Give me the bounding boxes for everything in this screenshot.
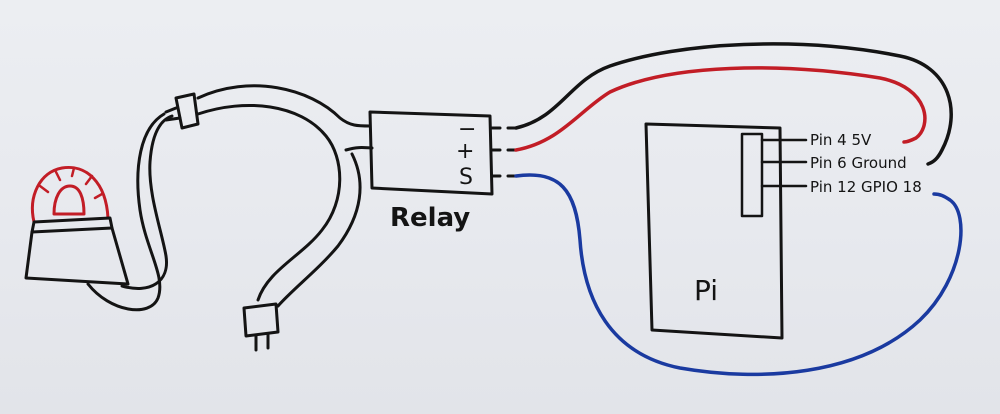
relay-input-cable	[196, 84, 374, 308]
siren-dome	[31, 165, 110, 224]
relay-pin-minus: −	[458, 117, 476, 142]
inline-connector	[164, 92, 200, 130]
pin-label-gpio18: Pin 12 GPIO 18	[810, 178, 922, 196]
siren-base	[30, 216, 114, 234]
siren-cable	[86, 112, 174, 312]
pin-labels: Pin 4 5V Pin 6 Ground Pin 12 GPIO 18	[810, 131, 922, 196]
gpio-header	[740, 132, 764, 218]
siren-dome-inner	[52, 184, 86, 216]
pin-label-ground: Pin 6 Ground	[810, 154, 907, 172]
relay-terminals	[490, 126, 518, 178]
wire-ground	[514, 42, 953, 166]
pi-label: Pi	[694, 274, 718, 307]
wire-5v	[514, 66, 927, 152]
siren-lamp	[24, 165, 130, 286]
relay-pin-signal: S	[459, 165, 473, 190]
relay-module: − + S Relay	[368, 110, 494, 233]
relay-pin-plus: +	[456, 139, 474, 164]
relay-label: Relay	[390, 203, 470, 233]
raspberry-pi: Pi	[644, 122, 808, 340]
pin-label-5v: Pin 4 5V	[810, 131, 872, 149]
siren-body	[24, 226, 130, 286]
wall-plug	[242, 302, 280, 352]
wire-gpio18	[514, 173, 963, 377]
relay-box	[368, 110, 494, 196]
pi-board-outline	[644, 122, 784, 340]
siren-rays	[38, 166, 104, 200]
